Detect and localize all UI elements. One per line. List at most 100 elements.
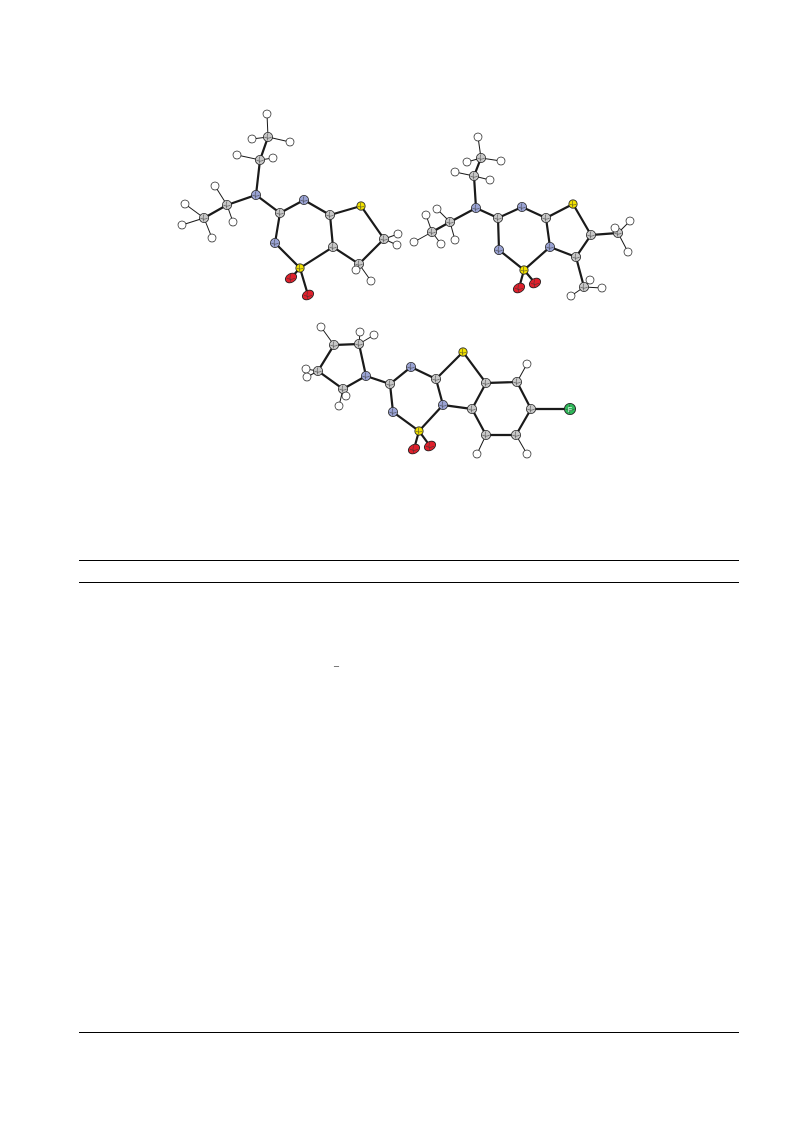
bonds-layer (181, 113, 631, 455)
m1-bond-s1-c7 (359, 204, 386, 241)
m1-bond-n1-c3 (225, 193, 258, 207)
m1-atom-c9 (327, 241, 338, 252)
m2-atom-n4 (493, 244, 504, 255)
m2-atom-h13 (610, 223, 620, 233)
m1-atom-o1 (284, 272, 298, 284)
m2-atom-n3 (545, 241, 556, 252)
m1-bond-c2-n1 (254, 158, 262, 197)
m2-bond-n4-c5 (496, 216, 501, 252)
m3-atom-h10 (472, 449, 482, 459)
m3-atom-o2 (423, 440, 437, 452)
m2-atom-h9 (409, 237, 419, 247)
m2-atom-h16 (585, 275, 595, 285)
m2-atom-c5 (492, 212, 503, 223)
m1-atom-s1 (356, 201, 366, 211)
m3-atom-c10 (510, 429, 521, 440)
m2-atom-c7 (586, 229, 597, 240)
table-top-rule (79, 560, 739, 561)
m2-atom-c6 (541, 212, 552, 223)
m1-atom-c2 (254, 154, 265, 165)
m3-atom-h8 (522, 359, 532, 369)
table-bottom-rule (79, 1032, 739, 1033)
m1-atom-s2 (295, 263, 305, 273)
table-minus-sign: _ (334, 657, 339, 668)
m2-atom-s2 (519, 265, 529, 275)
m2-atom-h1 (473, 132, 483, 142)
m3-bond-s1-c7 (461, 350, 488, 385)
table-header-rule (79, 582, 739, 583)
m2-atom-h5 (485, 175, 495, 185)
m3-atom-s1 (458, 347, 468, 357)
m2-atom-c4 (426, 226, 437, 237)
m3-atom-c4 (337, 383, 348, 394)
m1-atom-h2 (247, 134, 257, 144)
m1-bond-c6-s1 (328, 204, 363, 217)
m3-atom-c1 (328, 339, 339, 350)
m3-atom-h3 (369, 330, 379, 340)
m3-bond-c8-c9 (515, 380, 533, 411)
m2-atom-h15 (597, 283, 607, 293)
m3-atom-h9 (522, 449, 532, 459)
m1-atom-n1 (250, 189, 261, 200)
m1-atom-h13 (351, 265, 361, 275)
m1-bond-c9-c6 (328, 213, 335, 249)
m2-atom-h4 (450, 167, 460, 177)
m3-atom-c8 (512, 376, 523, 387)
m1-atom-h3 (285, 137, 295, 147)
m3-atom-c12 (466, 403, 477, 414)
m3-bond-c7-c8 (484, 380, 519, 385)
m3-bond-n3-s2 (417, 403, 445, 433)
m1-atom-h11 (393, 229, 403, 239)
m1-atom-c7 (378, 233, 389, 244)
m3-atom-s2 (414, 426, 424, 436)
fluorine-atom-label: F (568, 407, 572, 414)
m3-atom-c5 (384, 378, 395, 389)
m3-atom-h6 (334, 401, 344, 411)
m1-atom-h14 (366, 276, 376, 286)
m1-atom-h5 (268, 153, 278, 163)
m3-atom-h4 (301, 364, 311, 374)
m3-atom-h7 (341, 391, 351, 401)
m1-atom-o2 (301, 289, 315, 301)
m2-bond-c9-c10 (574, 255, 586, 289)
m3-atom-h5 (302, 372, 312, 382)
m1-bond-c7-c8 (357, 237, 386, 266)
m2-atom-h2 (462, 157, 472, 167)
m1-atom-n2 (298, 194, 309, 205)
m3-atom-c2 (353, 338, 364, 349)
m2-atom-c2 (468, 170, 479, 181)
m2-atom-s1 (568, 199, 578, 209)
m1-atom-h10 (207, 233, 217, 243)
m2-atom-h7 (450, 235, 460, 245)
m1-atom-h9 (177, 220, 187, 230)
m3-atom-h2 (355, 327, 365, 337)
m2-atom-c3 (444, 216, 455, 227)
m1-bond-s2-n3 (273, 241, 302, 270)
m3-atom-h1 (316, 322, 326, 332)
m1-bond-c8-c9 (331, 245, 361, 266)
m1-atom-n3 (269, 237, 280, 248)
m2-atom-c9 (571, 251, 582, 262)
m3-atom-c9 (526, 403, 537, 414)
m3-bond-s2-n4 (391, 410, 421, 433)
m3-atom-o1 (407, 443, 421, 455)
m3-atom-c11 (480, 429, 491, 440)
m2-bond-s2-n4 (497, 248, 526, 272)
m2-atom-h8 (421, 210, 431, 220)
m1-atom-h7 (228, 217, 238, 227)
m1-atom-h8 (180, 199, 190, 209)
m2-bond-c6-s1 (544, 202, 575, 220)
m2-atom-n1 (470, 202, 481, 213)
m2-atom-o1 (512, 282, 526, 294)
m1-atom-c4 (198, 212, 209, 223)
m3-atom-c7 (480, 377, 491, 388)
m2-atom-h11 (625, 216, 635, 226)
m1-atom-c3 (221, 199, 232, 210)
atoms-layer (177, 109, 635, 459)
m2-bond-c2-n1 (472, 174, 478, 210)
m1-atom-c5 (274, 207, 285, 218)
m2-atom-h12 (623, 247, 633, 257)
m2-bond-n3-s2 (522, 245, 552, 272)
m3-bond-c3-c4 (316, 369, 345, 391)
m2-atom-h3 (496, 156, 506, 166)
